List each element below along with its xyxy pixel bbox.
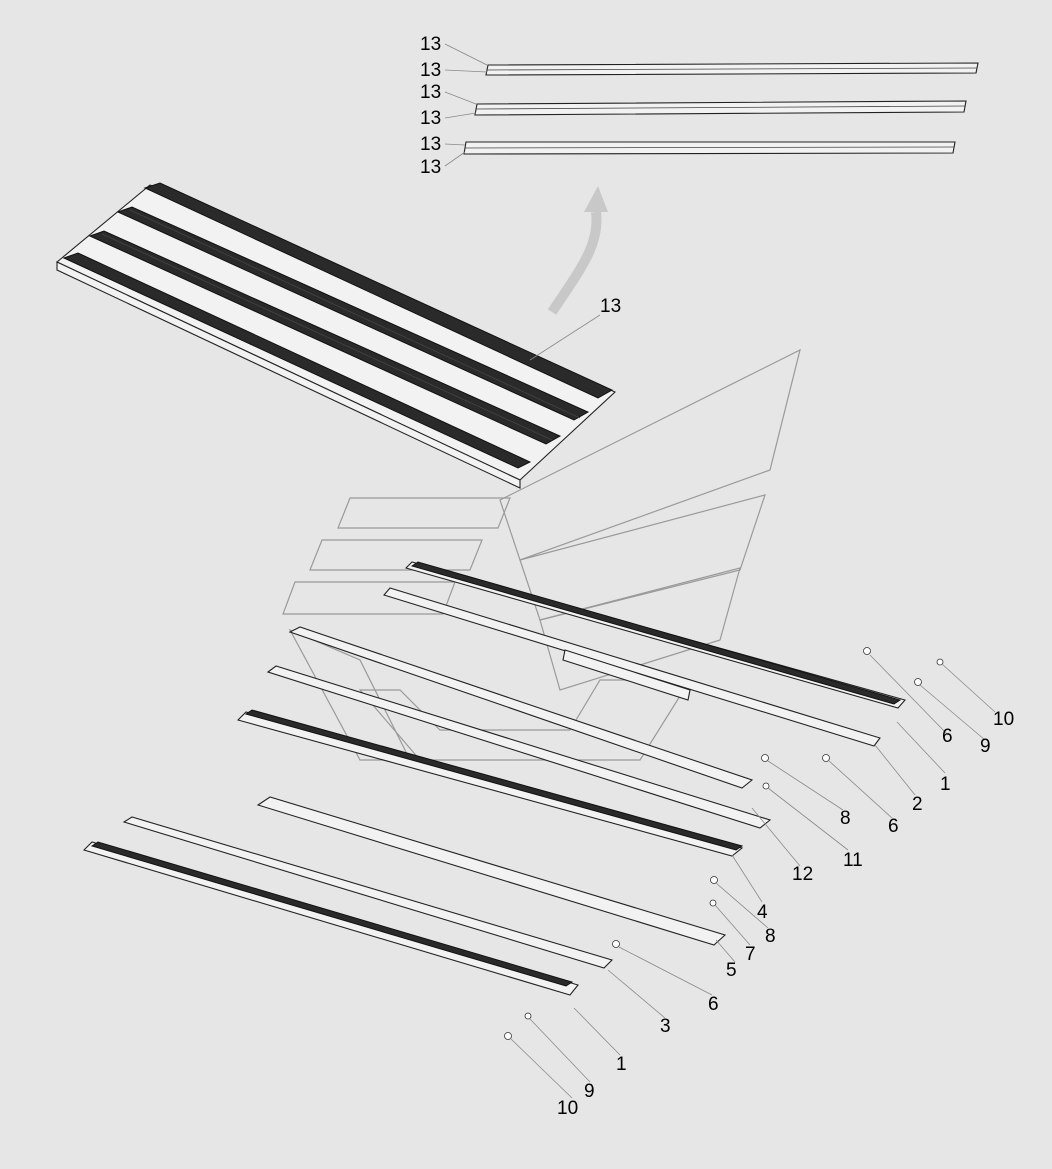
callout-6: 6 xyxy=(942,726,953,747)
callout-13: 13 xyxy=(600,296,621,317)
callout-13: 13 xyxy=(420,157,441,178)
assembled-view xyxy=(55,182,616,489)
callout-13: 13 xyxy=(420,134,441,155)
callout-13: 13 xyxy=(420,108,441,129)
callout-12: 12 xyxy=(792,864,813,885)
callout-1: 1 xyxy=(940,774,951,795)
detail-strips-13 xyxy=(463,62,979,155)
callout-8: 8 xyxy=(765,926,776,947)
callout-3: 3 xyxy=(660,1016,671,1037)
callout-6: 6 xyxy=(708,994,719,1015)
callout-10: 10 xyxy=(557,1098,578,1119)
callout-2: 2 xyxy=(912,794,923,815)
callout-6: 6 xyxy=(888,816,899,837)
callout-7: 7 xyxy=(745,944,756,965)
callout-13: 13 xyxy=(420,82,441,103)
callout-13: 13 xyxy=(420,34,441,55)
curved-arrow xyxy=(547,186,608,315)
callout-13: 13 xyxy=(420,60,441,81)
callout-8: 8 xyxy=(840,808,851,829)
callout-10: 10 xyxy=(993,709,1014,730)
exploded-parts xyxy=(82,561,906,996)
callout-11: 11 xyxy=(843,850,863,871)
callout-9: 9 xyxy=(980,736,991,757)
fasteners xyxy=(504,647,944,1040)
callout-labels: 13 13 13 13 13 13 13 10 6 9 1 2 6 8 11 1… xyxy=(420,34,1014,1119)
watermark-logo xyxy=(282,348,801,761)
callout-5: 5 xyxy=(726,960,737,981)
leader-lines xyxy=(444,43,996,1099)
callout-9: 9 xyxy=(584,1081,595,1102)
callout-4: 4 xyxy=(757,902,768,923)
callout-1: 1 xyxy=(616,1054,627,1075)
